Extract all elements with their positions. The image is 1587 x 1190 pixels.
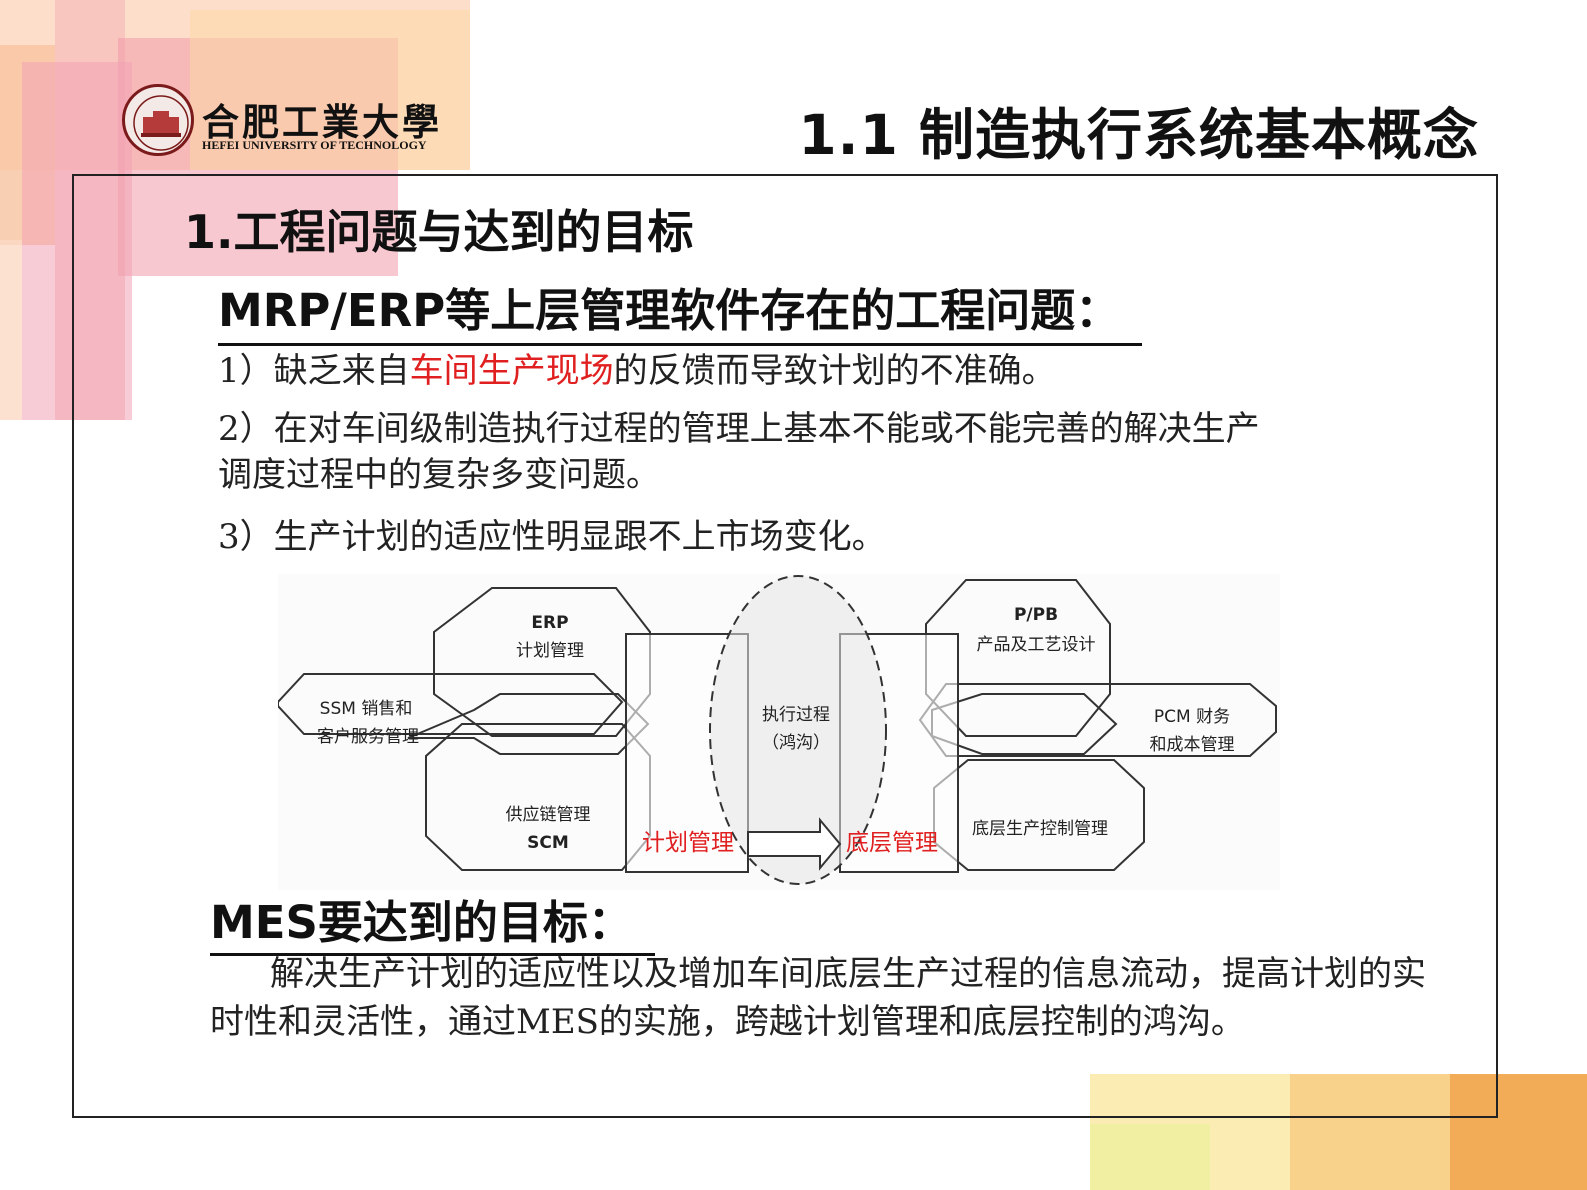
- gap-ellipse: [709, 575, 887, 885]
- erp-octagon: [433, 587, 651, 737]
- label-erp-sub: 计划管理: [516, 641, 584, 661]
- decor-block: [22, 62, 132, 420]
- decor-block: [190, 10, 470, 170]
- mes-gap-diagram: ERP 计划管理 P/PB 产品及工艺设计 SSM 销售和 客户服务管理 PCM…: [278, 574, 1280, 890]
- label-ppb-sub: 产品及工艺设计: [977, 635, 1096, 655]
- label-plan-mgmt: 计划管理: [642, 830, 734, 856]
- problem-3: 3）生产计划的适应性明显跟不上市场变化。: [218, 517, 886, 557]
- problem-1-highlight: 车间生产现场: [409, 351, 614, 391]
- arrow-right-icon: [747, 817, 842, 871]
- diagram-shapes: [278, 575, 1277, 885]
- university-seal-icon: [122, 84, 194, 156]
- slide-title: 1.1 制造执行系统基本概念: [798, 103, 1479, 167]
- decor-block: [0, 240, 22, 420]
- label-bottom-control: 底层生产控制管理: [972, 819, 1108, 839]
- logo-english-name: HEFEI UNIVERSITY OF TECHNOLOGY: [202, 138, 427, 152]
- label-scm: 供应链管理: [506, 805, 591, 825]
- label-pcm-sub: 和成本管理: [1150, 735, 1235, 755]
- decor-top-left: [0, 0, 470, 430]
- problem-1-prefix: 1）缺乏来自: [218, 351, 410, 391]
- ssm-inner-band: [407, 693, 650, 755]
- problem-1-suffix: 的反馈而导致计划的不准确。: [613, 351, 1056, 391]
- label-scm-sub: SCM: [527, 833, 569, 853]
- section-heading: 1.工程问题与达到的目标: [184, 205, 694, 259]
- problem-2-line-1: 2）在对车间级制造执行过程的管理上基本不能或不能完善的解决生产: [218, 409, 1260, 449]
- ssm-hexagon: [278, 673, 624, 735]
- label-erp: ERP: [531, 613, 568, 633]
- label-ssm-sub: 客户服务管理: [317, 727, 419, 747]
- goals-heading: MES要达到的目标：: [210, 886, 655, 956]
- logo-chinese-name: 合肥工業大學: [202, 100, 442, 144]
- label-pcm: PCM 财务: [1154, 707, 1230, 727]
- diagram-labels: ERP 计划管理 P/PB 产品及工艺设计 SSM 销售和 客户服务管理 PCM…: [317, 605, 1235, 856]
- decor-block: [1090, 1124, 1210, 1190]
- content-frame: [72, 174, 1498, 1118]
- label-exec-sub: （鸿沟）: [762, 733, 830, 753]
- label-exec: 执行过程: [762, 705, 830, 725]
- decor-bottom-right: [1090, 1074, 1587, 1190]
- problem-2-line-2: 调度过程中的复杂多变问题。: [218, 455, 660, 495]
- problem-1: 1）缺乏来自车间生产现场的反馈而导致计划的不准确。: [218, 348, 1056, 394]
- label-bottom-mgmt: 底层管理: [846, 830, 938, 856]
- label-ssm: SSM 销售和: [320, 699, 413, 719]
- problem-2: 2）在对车间级制造执行过程的管理上基本不能或不能完善的解决生产 调度过程中的复杂…: [218, 406, 1260, 498]
- university-logo: 合肥工業大學 HEFEI UNIVERSITY OF TECHNOLOGY: [122, 84, 439, 164]
- problems-heading: MRP/ERP等上层管理软件存在的工程问题：: [218, 274, 1143, 346]
- label-ppb: P/PB: [1014, 605, 1058, 625]
- decor-block: [1450, 1074, 1587, 1190]
- goals-text: 解决生产计划的适应性以及增加车间底层生产过程的信息流动，提高计划的实时性和灵活性…: [210, 954, 1426, 1042]
